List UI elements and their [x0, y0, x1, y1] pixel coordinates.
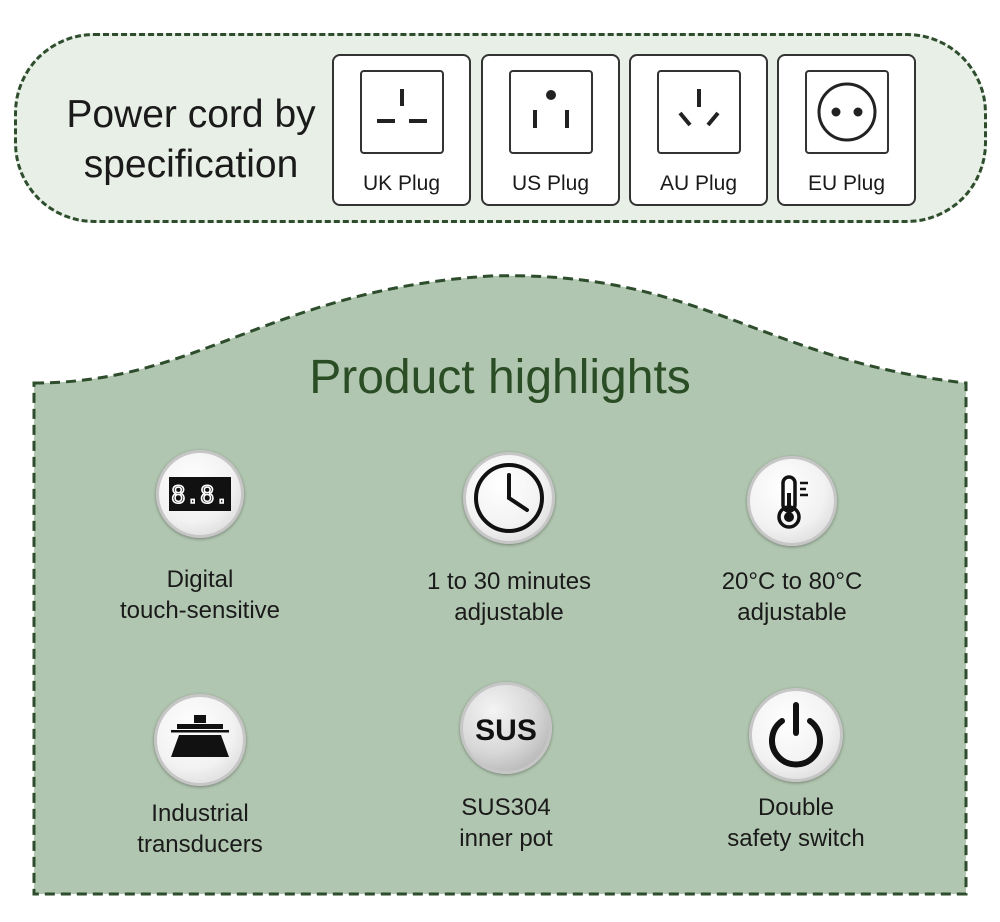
feature-transducers-label: Industrial transducers — [80, 798, 320, 860]
feature-timer-line1: 1 to 30 minutes — [426, 568, 592, 595]
feature-inner-pot-line2: inner pot — [459, 825, 553, 852]
power-cord-banner: Power cord by specification UK Plug US P… — [14, 33, 987, 223]
au-plug-label: AU Plug — [659, 172, 738, 195]
uk-plug-card: UK Plug — [332, 54, 471, 206]
thermometer-icon — [747, 456, 837, 546]
eu-plug-icon — [805, 70, 889, 154]
feature-safety-switch-line2: safety switch — [727, 825, 865, 852]
eu-plug-label: EU Plug — [807, 172, 886, 195]
au-plug-icon — [657, 70, 741, 154]
transducer-icon — [154, 694, 246, 786]
feature-temperature-label: 20°C to 80°C adjustable — [672, 566, 912, 628]
feature-temperature-line2: adjustable — [737, 599, 847, 626]
feature-timer-label: 1 to 30 minutes adjustable — [389, 566, 629, 628]
digital-display-glyph: 8.8. — [171, 481, 229, 509]
us-plug-icon — [509, 70, 593, 154]
clock-icon — [463, 452, 555, 544]
digital-display-icon: 8.8. — [156, 450, 244, 538]
feature-temperature: 20°C to 80°C adjustable — [672, 456, 912, 628]
power-cord-title: Power cord by specification — [41, 90, 341, 190]
feature-safety-switch: Double safety switch — [676, 688, 916, 854]
us-plug-label: US Plug — [511, 172, 590, 195]
feature-digital: 8.8. Digital touch-sensitive — [80, 450, 320, 626]
sus-steel-icon: SUS — [460, 682, 552, 774]
eu-plug-card: EU Plug — [777, 54, 916, 206]
us-plug-card: US Plug — [481, 54, 620, 206]
feature-transducers-line1: Industrial — [151, 800, 249, 827]
au-plug-card: AU Plug — [629, 54, 768, 206]
feature-inner-pot-line1: SUS304 — [461, 794, 551, 821]
feature-temperature-line1: 20°C to 80°C — [721, 568, 863, 595]
feature-digital-label: Digital touch-sensitive — [80, 564, 320, 626]
feature-digital-line1: Digital — [166, 566, 234, 593]
feature-safety-switch-line1: Double — [757, 794, 835, 821]
feature-inner-pot-label: SUS304 inner pot — [386, 792, 626, 854]
feature-digital-line2: touch-sensitive — [119, 597, 281, 624]
power-cord-title-line2: specification — [83, 143, 299, 186]
feature-transducers-line2: transducers — [137, 831, 263, 858]
feature-timer: 1 to 30 minutes adjustable — [389, 452, 629, 628]
uk-plug-icon — [360, 70, 444, 154]
uk-plug-label: UK Plug — [362, 172, 441, 195]
sus-glyph: SUS — [475, 714, 537, 747]
power-cord-title-line1: Power cord by — [66, 93, 316, 136]
power-switch-icon — [749, 688, 843, 782]
feature-inner-pot: SUS SUS304 inner pot — [386, 682, 626, 854]
feature-timer-line2: adjustable — [454, 599, 564, 626]
highlights-title: Product highlights — [309, 351, 691, 404]
feature-transducers: Industrial transducers — [80, 694, 320, 860]
feature-safety-switch-label: Double safety switch — [676, 792, 916, 854]
